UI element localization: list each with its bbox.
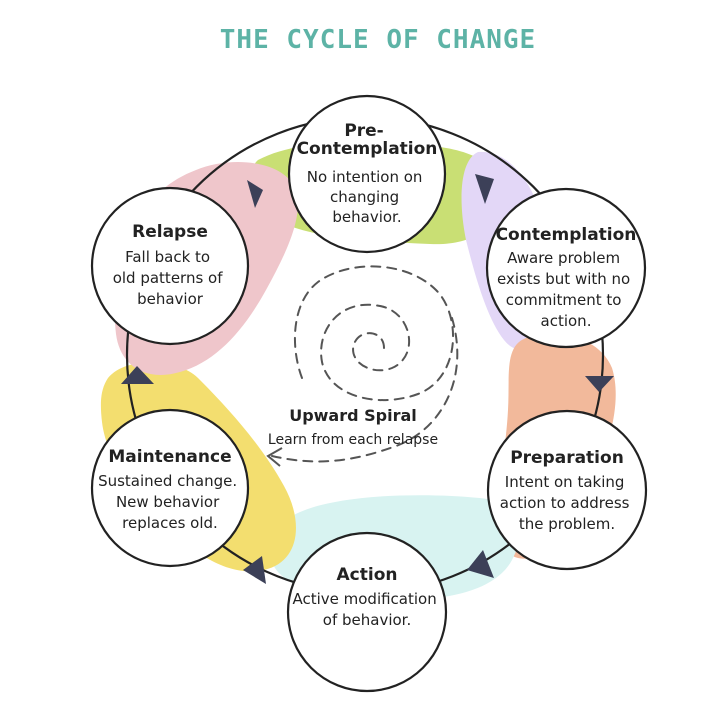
- stage-desc-line: Intent on taking: [505, 473, 625, 491]
- stage-desc-line: Aware problem: [507, 249, 620, 267]
- stage-circle: [90, 408, 250, 568]
- stage-desc-line: behavior.: [332, 208, 401, 226]
- stage-description: No intention on changing behavior.: [307, 168, 427, 226]
- stage-circle: [287, 94, 447, 254]
- stage-title-line: Maintenance: [108, 447, 231, 467]
- stage-desc-line: Active modification: [292, 590, 436, 608]
- stage-description: Fall back to old patterns of behavior: [113, 248, 228, 308]
- stage-description: Intent on taking action to address the p…: [500, 473, 634, 533]
- stage-circle: [286, 531, 448, 693]
- stage-action: Action Active modification of behavior.: [286, 531, 448, 693]
- chevron-arrow-icon: [266, 447, 283, 467]
- stage-desc-line: Sustained change.: [98, 472, 237, 490]
- stage-desc-line: the problem.: [519, 515, 615, 533]
- spiral-tail: [271, 317, 459, 463]
- stage-title: Preparation: [510, 448, 624, 468]
- stage-title: Contemplation: [496, 225, 637, 245]
- stage-description: Active modification of behavior.: [292, 590, 441, 629]
- stage-title: Pre- Contemplation: [297, 121, 438, 159]
- stage-maintenance: Maintenance Sustained change. New behavi…: [90, 408, 250, 568]
- triangle-arrow-icon: [585, 376, 614, 392]
- stage-title-line: Contemplation: [496, 225, 637, 245]
- stage-description: Sustained change. New behavior replaces …: [98, 472, 242, 532]
- stage-title-line: Pre-: [344, 121, 383, 141]
- page-title: THE CYCLE OF CHANGE: [220, 25, 536, 55]
- triangle-arrow-icon: [121, 366, 154, 384]
- upward-spiral: [293, 265, 455, 401]
- stage-desc-line: behavior: [137, 290, 204, 308]
- stage-desc-line: of behavior.: [323, 611, 411, 629]
- cycle-arrows: [121, 174, 614, 584]
- stage-desc-line: changing: [330, 188, 399, 206]
- stage-preparation: Preparation Intent on taking action to a…: [486, 409, 648, 571]
- stage-desc-line: action.: [541, 312, 592, 330]
- stage-desc-line: New behavior: [116, 493, 220, 511]
- stage-title: Action: [337, 565, 398, 585]
- stage-title-line: Contemplation: [297, 139, 438, 159]
- stage-title-line: Relapse: [132, 222, 208, 242]
- stage-desc-line: commitment to: [506, 291, 622, 309]
- stage-circle: [90, 186, 250, 346]
- stage-desc-line: replaces old.: [122, 514, 218, 532]
- stage-desc-line: No intention on: [307, 168, 423, 186]
- center-title: Upward Spiral: [289, 406, 417, 425]
- stage-title-line: Action: [337, 565, 398, 585]
- center-subtitle: Learn from each relapse: [268, 432, 438, 448]
- triangle-arrow-icon: [467, 550, 494, 578]
- stage-relapse: Relapse Fall back to old patterns of beh…: [90, 186, 250, 346]
- stage-title: Relapse: [132, 222, 208, 242]
- triangle-arrow-icon: [475, 174, 494, 204]
- triangle-arrow-icon: [247, 180, 263, 208]
- stage-desc-line: action to address: [500, 494, 630, 512]
- stage-precontemplation: Pre- Contemplation No intention on chang…: [287, 94, 447, 254]
- stage-title-line: Preparation: [510, 448, 624, 468]
- triangle-arrow-icon: [243, 556, 266, 584]
- stage-circle: [486, 409, 648, 571]
- stage-title: Maintenance: [108, 447, 231, 467]
- stage-contemplation: Contemplation Aware problem exists but w…: [485, 187, 647, 349]
- stage-desc-line: Fall back to: [125, 248, 210, 266]
- stage-description: Aware problem exists but with no commitm…: [497, 249, 635, 330]
- stage-desc-line: old patterns of: [113, 269, 224, 287]
- stage-circle: [485, 187, 647, 349]
- stage-desc-line: exists but with no: [497, 270, 630, 288]
